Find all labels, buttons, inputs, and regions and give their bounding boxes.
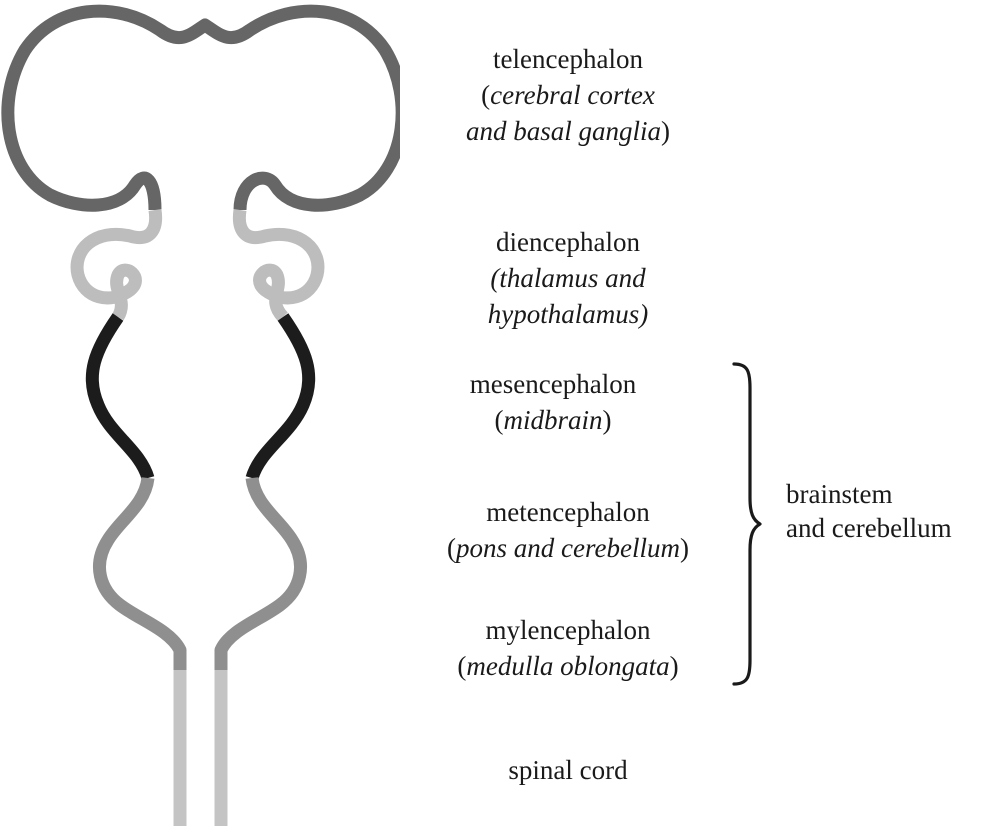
mesencephalon-left xyxy=(85,313,155,481)
spinal-cord-label: spinal cord xyxy=(418,752,718,788)
brain-diagram xyxy=(1,4,400,826)
metencephalon-name: metencephalon xyxy=(486,497,650,527)
diencephalon-left xyxy=(70,209,163,321)
diencephalon-desc-2: hypothalamus xyxy=(487,299,640,329)
diencephalon-name: diencephalon xyxy=(496,227,640,257)
diencephalon-right xyxy=(232,209,325,322)
diencephalon-label: diencephalon (thalamus and hypothalamus) xyxy=(418,224,718,332)
mylencephalon-label: mylencephalon (medulla oblongata) xyxy=(418,612,718,684)
mesencephalon-label: mesencephalon (midbrain) xyxy=(403,366,703,438)
mylencephalon-name: mylencephalon xyxy=(485,615,651,645)
mesencephalon-desc-1: midbrain xyxy=(503,405,603,435)
brainstem-brace xyxy=(732,362,762,686)
mesencephalon-right xyxy=(245,313,316,481)
metencephalon-mylencephalon-right xyxy=(214,476,307,670)
brainstem-label-line2: and cerebellum xyxy=(786,513,952,543)
diencephalon-desc-1: thalamus and xyxy=(499,263,646,293)
brainstem-label-line1: brainstem xyxy=(786,479,893,509)
mesencephalon-name: mesencephalon xyxy=(469,369,637,399)
telencephalon-name: telencephalon xyxy=(493,44,643,74)
spinal-cord-name: spinal cord xyxy=(508,755,628,785)
telencephalon-desc-1: cerebral cortex xyxy=(490,80,655,110)
telencephalon-outline xyxy=(1,4,400,212)
metencephalon-desc-1: pons and cerebellum xyxy=(456,533,680,563)
metencephalon-label: metencephalon (pons and cerebellum) xyxy=(418,494,718,566)
mylencephalon-desc-1: medulla oblongata xyxy=(466,651,670,681)
telencephalon-desc-2: and basal ganglia xyxy=(465,116,661,146)
brainstem-cerebellum-label: brainstem and cerebellum xyxy=(786,477,981,545)
telencephalon-label: telencephalon (cerebral cortex and basal… xyxy=(418,41,718,149)
metencephalon-mylencephalon-left xyxy=(93,476,187,670)
